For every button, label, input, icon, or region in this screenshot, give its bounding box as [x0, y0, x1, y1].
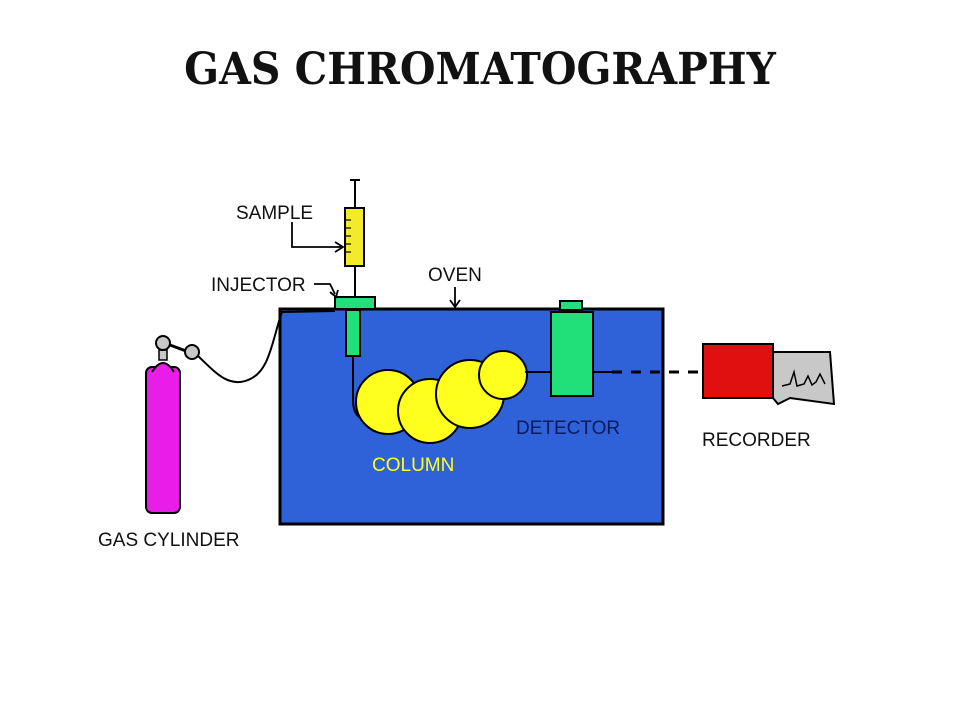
detector-box	[550, 311, 594, 397]
gas-cylinder-valve	[158, 349, 168, 361]
column-coil	[355, 350, 528, 444]
regulator-gauge-2	[184, 344, 200, 360]
label-sample: SAMPLE	[236, 203, 313, 224]
gas-cylinder-neck	[151, 362, 175, 373]
label-oven: OVEN	[428, 265, 482, 286]
label-injector: INJECTOR	[211, 275, 306, 296]
syringe-graduations	[345, 219, 351, 253]
chromatogram-trace	[781, 369, 826, 387]
detector-cap	[559, 300, 583, 311]
label-detector: DETECTOR	[516, 418, 620, 439]
carrier-gas-tubing	[197, 310, 336, 384]
injector-body	[345, 309, 361, 357]
gas-cylinder-body	[145, 366, 181, 514]
diagram-title: GAS CHROMATOGRAPHY	[184, 44, 776, 95]
injector-arrow-head	[329, 289, 339, 299]
recorder-paper	[772, 351, 836, 406]
oven-arrow-head	[449, 299, 461, 309]
injector-arrow	[314, 283, 336, 295]
sample-arrow	[291, 222, 341, 248]
label-recorder: RECORDER	[702, 430, 811, 451]
sample-arrow-head	[334, 241, 345, 253]
injector-cap	[334, 296, 376, 310]
regulator-connector	[169, 343, 187, 353]
regulator-gauge-1	[155, 335, 171, 351]
syringe-barrel	[344, 207, 365, 267]
recorder-box	[702, 343, 774, 399]
label-gas-cylinder: GAS CYLINDER	[98, 530, 239, 551]
label-column: COLUMN	[372, 455, 454, 476]
